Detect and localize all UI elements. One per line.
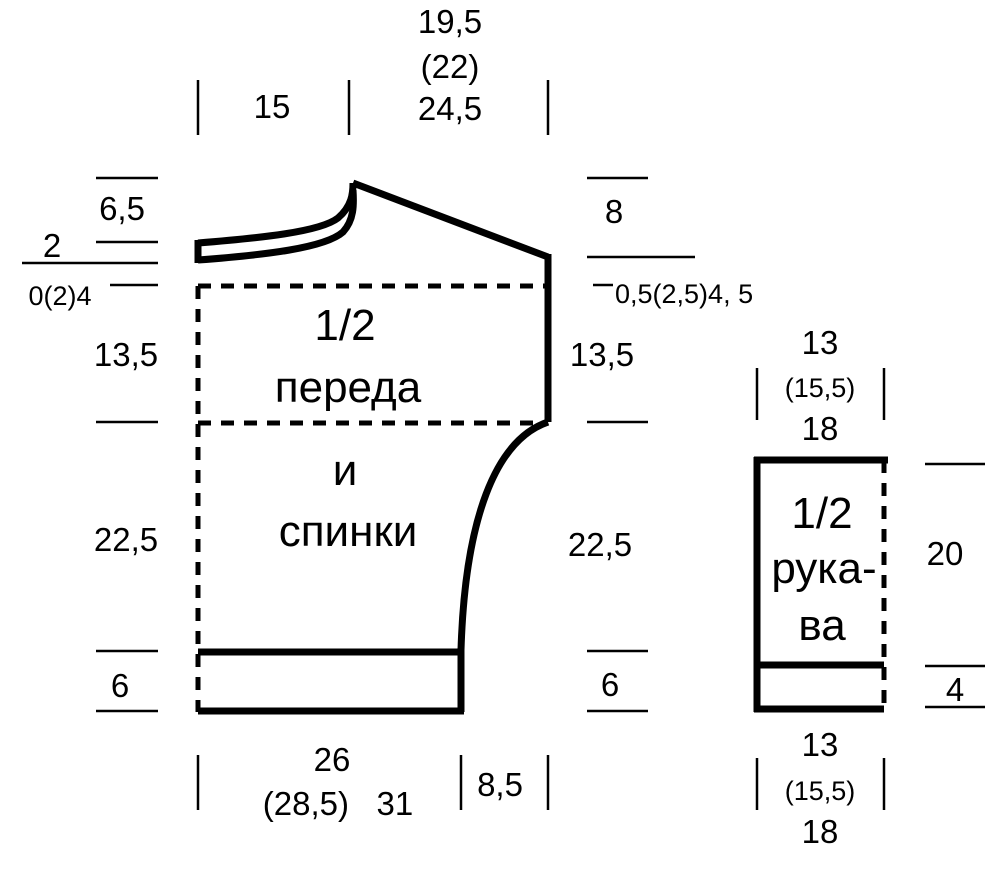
body-shoulder-outer xyxy=(197,182,357,247)
sleeve-band-height: 4 xyxy=(946,671,964,708)
sleeve-bottom-width-2: (15,5) xyxy=(785,776,856,806)
sleeve-bottom-width-1: 13 xyxy=(802,726,839,763)
sleeve-top-width-2: (15,5) xyxy=(785,373,856,403)
body-neckline xyxy=(351,179,550,261)
top-right-width-2: (22) xyxy=(421,48,480,85)
body-piece-outline xyxy=(194,179,552,715)
body-armhole-curve xyxy=(457,418,550,651)
sleeve-height: 20 xyxy=(927,535,964,572)
left-band-height: 6 xyxy=(111,667,129,704)
sleeve-guide-lines xyxy=(755,368,985,810)
sleeve-bottom-width-3: 18 xyxy=(802,813,839,850)
top-right-width-1: 19,5 xyxy=(418,3,482,40)
sleeve-top-width-1: 13 xyxy=(802,324,839,361)
sleeve-title-line-3: ва xyxy=(798,601,846,650)
sleeve-piece-outline xyxy=(753,456,888,713)
body-labels: 1/2 переда и спинки 15 19,5 (22) 24,5 6,… xyxy=(28,3,753,822)
right-shoulder-slope: 8 xyxy=(605,193,623,230)
body-title-line-2: переда xyxy=(275,363,422,412)
sleeve-labels: 1/2 рука- ва 13 (15,5) 18 20 4 13 (15,5)… xyxy=(771,324,964,850)
left-neck-sizes: 0(2)4 xyxy=(28,281,91,311)
left-shoulder-drop: 6,5 xyxy=(99,190,145,227)
top-left-width: 15 xyxy=(254,88,291,125)
left-upper-height: 13,5 xyxy=(94,336,158,373)
body-shoulder-inner xyxy=(197,189,357,264)
body-title-line-1: 1/2 xyxy=(314,301,375,350)
right-band-height: 6 xyxy=(601,666,619,703)
right-sizes: 0,5(2,5)4, 5 xyxy=(615,279,753,309)
sleeve-title-line-2: рука- xyxy=(771,544,876,593)
sleeve-top-width-3: 18 xyxy=(802,410,839,447)
left-neck-depth: 2 xyxy=(43,227,61,264)
bottom-width-1: 26 xyxy=(314,741,351,778)
sleeve-title-line-1: 1/2 xyxy=(791,489,852,538)
bottom-right-width: 8,5 xyxy=(477,766,523,803)
right-mid-height: 22,5 xyxy=(568,526,632,563)
left-mid-height: 22,5 xyxy=(94,521,158,558)
body-title-line-3: и xyxy=(333,446,358,495)
bottom-width-2: (28,5) 31 xyxy=(263,785,413,822)
body-guide-lines xyxy=(22,80,695,810)
body-title-line-4: спинки xyxy=(279,507,418,556)
right-upper-height: 13,5 xyxy=(570,336,634,373)
top-right-width-3: 24,5 xyxy=(418,90,482,127)
